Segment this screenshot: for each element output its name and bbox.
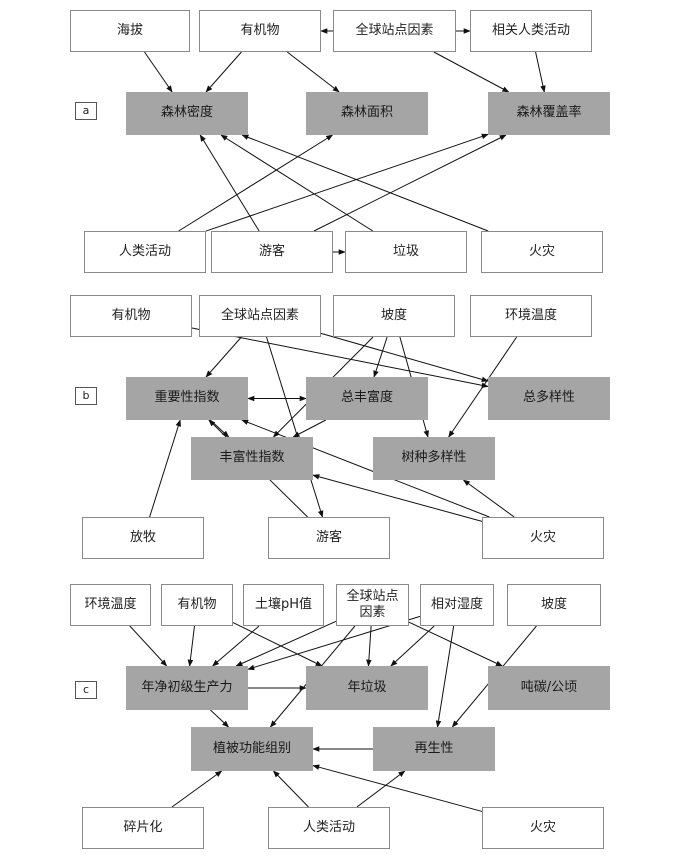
arrow-quanqiu_a-to-fugailv — [433, 51, 510, 93]
arrow-huozai_b-to-fengfu — [312, 474, 483, 522]
node-huozai_b: 火灾 — [482, 517, 604, 559]
arrow-zhongyao-to-fengfu — [209, 419, 230, 438]
arrow-youjiwu_a-to-senlinmidu — [205, 51, 242, 93]
arrow-haiba-to-senlinmidu — [144, 51, 173, 93]
node-huozai_a: 火灾 — [481, 231, 603, 273]
node-fengfu: 丰富性指数 — [191, 437, 313, 480]
arrow-youjiwu_a-to-senlinmianji — [286, 51, 340, 93]
arrow-xiangdui-to-nianlaji — [390, 625, 435, 667]
arrow-huozai_a-to-senlinmidu — [241, 134, 489, 232]
node-xiangguan: 相关人类活动 — [470, 10, 592, 52]
arrow-quanqiu_b-to-youke_b — [266, 336, 324, 518]
node-youjiwu_b: 有机物 — [70, 295, 192, 337]
node-senlinmianji: 森林面积 — [306, 92, 428, 135]
node-youke_b: 游客 — [268, 517, 390, 559]
arrow-huozai_b-to-shuzhong — [462, 479, 515, 518]
node-senlinmidu: 森林密度 — [126, 92, 248, 135]
node-zongfeng: 总丰富度 — [306, 377, 428, 420]
node-renlei_a: 人类活动 — [84, 231, 206, 273]
node-laji: 垃圾 — [345, 231, 467, 273]
node-turang: 土壤pH值 — [243, 584, 324, 626]
node-youke_a: 游客 — [211, 231, 333, 273]
node-nianjing: 年净初级生产力 — [126, 666, 248, 710]
arrow-quanqiu_b-to-zongduo — [320, 332, 489, 383]
arrow-fangmu-to-zhongyao — [149, 419, 181, 518]
node-shuzhong: 树种多样性 — [373, 437, 495, 480]
arrow-zongfeng-to-fengfu — [292, 419, 327, 438]
arrow-huozai_b-to-zhongyao — [241, 419, 490, 518]
arrow-youjiwu_c-to-nianlaji — [232, 622, 323, 667]
node-renlei_c: 人类活动 — [268, 807, 390, 849]
arrow-xiangdui-to-zaisheng — [435, 625, 455, 728]
arrow-quanqiu_b-to-zhongyao — [205, 336, 242, 378]
node-podu_b: 坡度 — [333, 295, 455, 337]
arrow-renlei_c-to-zaisheng — [356, 770, 406, 808]
node-quanqiu_c: 全球站点 因素 — [336, 584, 409, 626]
panel-label-b: b — [75, 387, 97, 405]
node-haiba: 海拔 — [70, 10, 190, 52]
node-huanjing_c: 环境温度 — [70, 584, 151, 626]
arrow-laji-to-senlinmidu — [220, 134, 374, 232]
arrow-renlei_c-to-zhibei — [272, 770, 309, 808]
arrow-renlei_a-to-senlinmianji — [178, 134, 334, 232]
node-quanqiu_a: 全球站点因素 — [333, 10, 456, 52]
arrow-huanjing_c-to-nianjing — [129, 625, 168, 667]
node-xiangdui: 相对湿度 — [420, 584, 494, 626]
panel-label-c: c — [75, 681, 97, 699]
node-nianlaji: 年垃圾 — [306, 666, 428, 710]
arrow-turang-to-nianjing — [212, 625, 260, 667]
node-zhibei: 植被功能组别 — [191, 727, 313, 771]
arrow-youke_a-to-senlinmidu — [199, 134, 260, 232]
arrow-nianjing-to-zhibei — [210, 709, 230, 728]
node-fugailv: 森林覆盖率 — [488, 92, 610, 135]
node-zongduo: 总多样性 — [488, 377, 610, 420]
arrow-quanqiu_c-to-nianlaji — [366, 625, 372, 667]
arrow-quanqiu_c-to-dunt — [408, 621, 503, 667]
node-youjiwu_c: 有机物 — [161, 584, 233, 626]
node-quanqiu_b: 全球站点因素 — [199, 295, 321, 337]
panel-label-a: a — [75, 102, 97, 120]
node-huozai_c: 火灾 — [482, 807, 604, 849]
arrow-podu_b-to-zongfeng — [373, 336, 388, 378]
node-fangmu: 放牧 — [82, 517, 204, 559]
node-zaisheng: 再生性 — [373, 727, 495, 771]
arrow-huozai_c-to-zhibei — [312, 764, 483, 812]
node-suipian: 碎片化 — [82, 807, 204, 849]
node-youjiwu_a: 有机物 — [199, 10, 321, 52]
node-zhongyao: 重要性指数 — [126, 377, 248, 420]
node-podu_c: 坡度 — [507, 584, 601, 626]
arrow-suipian-to-zhibei — [171, 770, 223, 808]
arrow-xiangguan-to-fugailv — [535, 51, 546, 93]
arrow-renlei_a-to-fugailv — [205, 133, 489, 232]
arrow-quanqiu_c-to-nianjing — [235, 620, 337, 667]
arrow-youjiwu_c-to-nianjing — [187, 625, 195, 667]
arrow-youke_a-to-fugailv — [313, 134, 507, 232]
node-dunt: 吨碳/公顷 — [488, 666, 610, 710]
node-huanjing_b: 环境温度 — [470, 295, 592, 337]
arrow-huanjing_b-to-shuzhong — [448, 336, 518, 438]
